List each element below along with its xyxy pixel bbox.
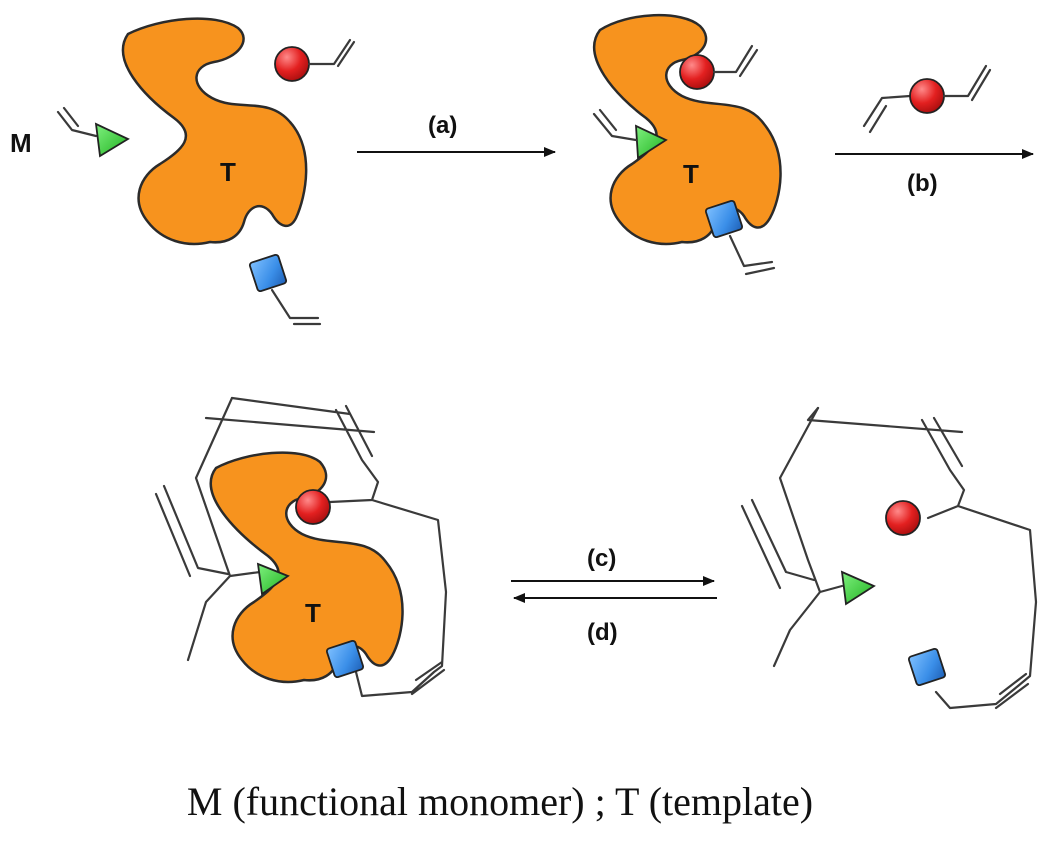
polymer-chain-left-3	[154, 396, 262, 662]
circle-monomer-bound	[679, 54, 715, 90]
triangle-monomer-bound	[635, 124, 668, 160]
panel-4-imprinted-cavity	[740, 406, 1038, 710]
triangle-monomer	[94, 122, 130, 158]
circle-vinyl-arm	[307, 38, 356, 68]
circle-monomer	[274, 46, 310, 82]
triangle-site-3	[256, 562, 290, 596]
step-cd-arrows: (c) (d)	[511, 545, 717, 646]
triangle-site-4	[840, 570, 876, 606]
circle-site-4	[885, 500, 921, 536]
template-shape-3	[209, 451, 404, 684]
crosslinker-left-vinyl	[862, 94, 912, 134]
polymer-chain-top-3	[204, 396, 448, 698]
square-vinyl-arm	[270, 288, 322, 326]
step-a-label: (a)	[428, 112, 457, 139]
panel-1-free-components: T M	[10, 17, 356, 326]
square-monomer	[248, 253, 288, 293]
step-b-label: (b)	[907, 170, 938, 197]
template-label-1: T	[220, 157, 236, 187]
caption: M (functional monomer) ; T (template)	[186, 779, 814, 824]
template-label-3: T	[305, 598, 321, 628]
square-monomer-bound	[704, 199, 744, 239]
step-c-label: (c)	[587, 545, 616, 572]
monomer-vinyl-arm	[56, 106, 98, 138]
triangle-vinyl-arm-bound	[592, 108, 638, 142]
panel-2-pre-complex: T	[592, 13, 782, 276]
step-b-arrow: (b)	[835, 64, 1034, 197]
step-d-label: (d)	[587, 619, 618, 646]
template-shape-1	[121, 17, 308, 246]
step-a-arrow: (a)	[357, 112, 556, 157]
square-site-4	[907, 647, 947, 687]
square-vinyl-arm-bound	[728, 234, 776, 276]
square-site-3	[325, 639, 365, 679]
template-shape-2	[593, 13, 782, 246]
polymer-chain-top-4	[806, 406, 1038, 710]
circle-vinyl-arm-bound	[712, 44, 759, 78]
monomer-label: M	[10, 128, 32, 158]
crosslinker-right-vinyl	[942, 64, 992, 102]
template-label-2: T	[683, 159, 699, 189]
polymer-chain-left-4	[740, 406, 844, 668]
panel-3-polymer-with-template: T	[154, 396, 448, 698]
circle-site-3	[295, 489, 331, 525]
crosslinker-circle	[909, 78, 945, 114]
